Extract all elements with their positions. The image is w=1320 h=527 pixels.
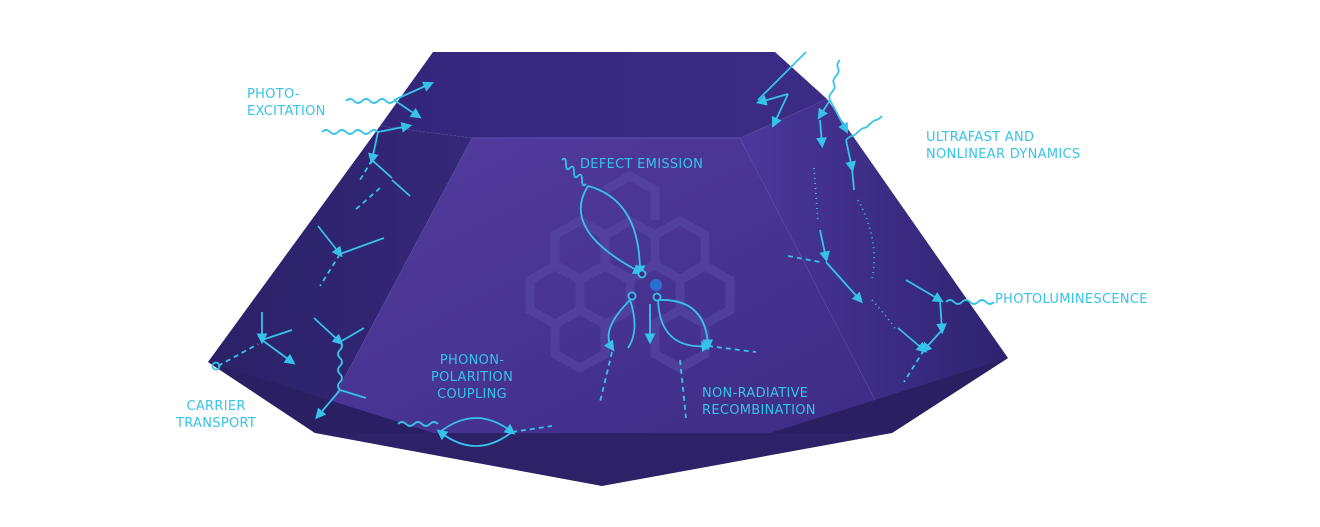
carrier-transport-label: CARRIER TRANSPORT (176, 398, 256, 432)
defect-site (650, 279, 662, 291)
label-line: DEFECT EMISSION (580, 157, 704, 172)
hexagonal-lattice (525, 170, 735, 374)
non-radiative-label: NON-RADIATIVE RECOMBINATION (702, 385, 816, 419)
top-face (380, 52, 827, 138)
label-line: ULTRAFAST AND (926, 130, 1035, 145)
photoluminescence-label: PHOTOLUMINESCENCE (995, 291, 1148, 308)
label-line: PHOTO- (247, 87, 300, 102)
label-line: CARRIER (186, 399, 246, 414)
label-line: NONLINEAR DYNAMICS (926, 147, 1081, 162)
label-line: PHOTOLUMINESCENCE (995, 292, 1148, 307)
front-face (315, 138, 892, 433)
phonon-polariton-label: PHONON- POLARITION COUPLING (431, 352, 513, 403)
left-face (208, 126, 472, 433)
label-line: TRANSPORT (176, 416, 257, 431)
label-line: POLARITION (431, 370, 514, 385)
defect-emission-label: DEFECT EMISSION (580, 156, 703, 173)
right-face (740, 99, 1008, 433)
photo-excitation-label: PHOTO- EXCITATION (247, 86, 326, 120)
feynman-lines (211, 51, 995, 447)
bottom-front-strip (315, 433, 892, 486)
label-line: COUPLING (437, 387, 508, 402)
label-line: NON-RADIATIVE (702, 386, 809, 401)
label-line: EXCITATION (247, 104, 326, 119)
label-line: RECOMBINATION (702, 403, 816, 418)
ultrafast-label: ULTRAFAST AND NONLINEAR DYNAMICS (926, 129, 1080, 163)
label-line: PHONON- (439, 353, 505, 368)
